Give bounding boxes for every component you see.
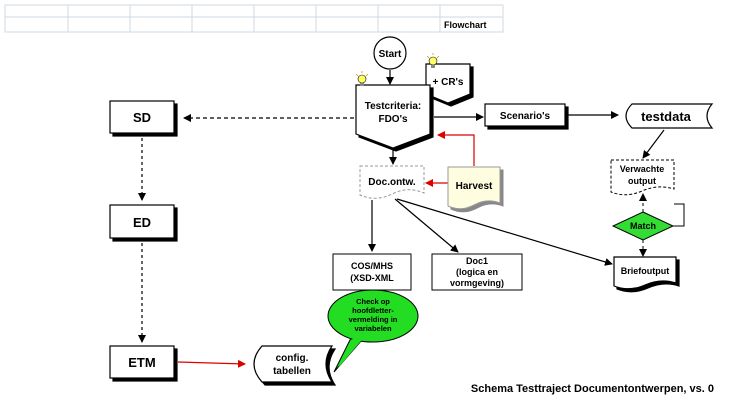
callout-node: Check op hoofdletter- vermelding in vari… xyxy=(327,289,419,373)
sd-node: SD xyxy=(109,100,175,134)
cosmhs-label-1: COS/MHS xyxy=(351,261,393,271)
crs-node: + CR's xyxy=(425,63,471,104)
testcriteria-label-1: Testcriteria: xyxy=(365,101,422,112)
arrow-testdata-verwachte xyxy=(642,129,665,159)
match-label: Match xyxy=(630,221,656,231)
doc1-label-1: Doc1 xyxy=(466,256,488,266)
arrow-docontw-doc1 xyxy=(394,198,459,253)
header-table: Flowchart xyxy=(4,4,504,33)
header-title: Flowchart xyxy=(444,20,487,30)
config-label-1: config. xyxy=(276,353,309,364)
arrow-match-loop xyxy=(673,203,685,227)
start-label: Start xyxy=(379,49,402,60)
testcriteria-node: Testcriteria: FDO's xyxy=(355,84,431,149)
verwachte-output-node: Verwachte output xyxy=(610,159,675,196)
match-node: Match xyxy=(611,211,675,241)
arrow-harvest-testcriteria xyxy=(437,131,475,166)
doc1-label-3: vormgeving) xyxy=(450,278,504,288)
briefoutput-node: Briefoutput xyxy=(613,256,677,290)
diagram-caption: Schema Testtraject Documentontwerpen, vs… xyxy=(470,383,714,395)
testdata-label: testdata xyxy=(641,109,692,124)
crs-label: + CR's xyxy=(432,77,463,88)
scenarios-node: Scenario's xyxy=(484,103,566,127)
scenarios-label: Scenario's xyxy=(500,111,551,122)
arrow-docontw-briefoutput xyxy=(396,198,613,266)
docontw-node: Doc.ontw. xyxy=(359,165,425,199)
start-node: Start xyxy=(373,36,407,70)
arrow-etm-config xyxy=(177,359,246,368)
etm-node: ETM xyxy=(109,345,175,379)
lightbulb-icon xyxy=(355,71,369,86)
lightbulb-icon xyxy=(426,53,440,68)
verwachte-label-2: output xyxy=(628,176,656,186)
config-label-2: tabellen xyxy=(273,366,311,377)
harvest-node: Harvest xyxy=(447,166,501,210)
cosmhs-node: COS/MHS (XSD-XML xyxy=(332,253,412,291)
sd-label: SD xyxy=(133,110,151,125)
doc1-node: Doc1 (logica en vormgeving) xyxy=(431,253,523,291)
doc1-label-2: (logica en xyxy=(456,267,498,277)
config-tabellen-node: config. tabellen xyxy=(253,345,334,383)
cosmhs-label-2: (XSD-XML xyxy=(350,273,394,283)
connectors xyxy=(138,70,685,368)
briefoutput-label: Briefoutput xyxy=(621,266,670,276)
ed-node: ED xyxy=(109,204,175,239)
docontw-label: Doc.ontw. xyxy=(368,177,416,188)
testcriteria-label-2: FDO's xyxy=(378,114,407,125)
callout-label-2: hoofdletter- xyxy=(352,306,394,315)
verwachte-label-1: Verwachte xyxy=(620,164,665,174)
callout-label-1: Check op xyxy=(356,297,390,306)
etm-label: ETM xyxy=(128,355,155,370)
callout-label-3: vermelding in xyxy=(349,315,398,324)
testdata-node: testdata xyxy=(625,103,714,129)
callout-label-4: variabelen xyxy=(354,324,392,333)
harvest-label: Harvest xyxy=(456,181,493,192)
ed-label: ED xyxy=(133,215,151,230)
